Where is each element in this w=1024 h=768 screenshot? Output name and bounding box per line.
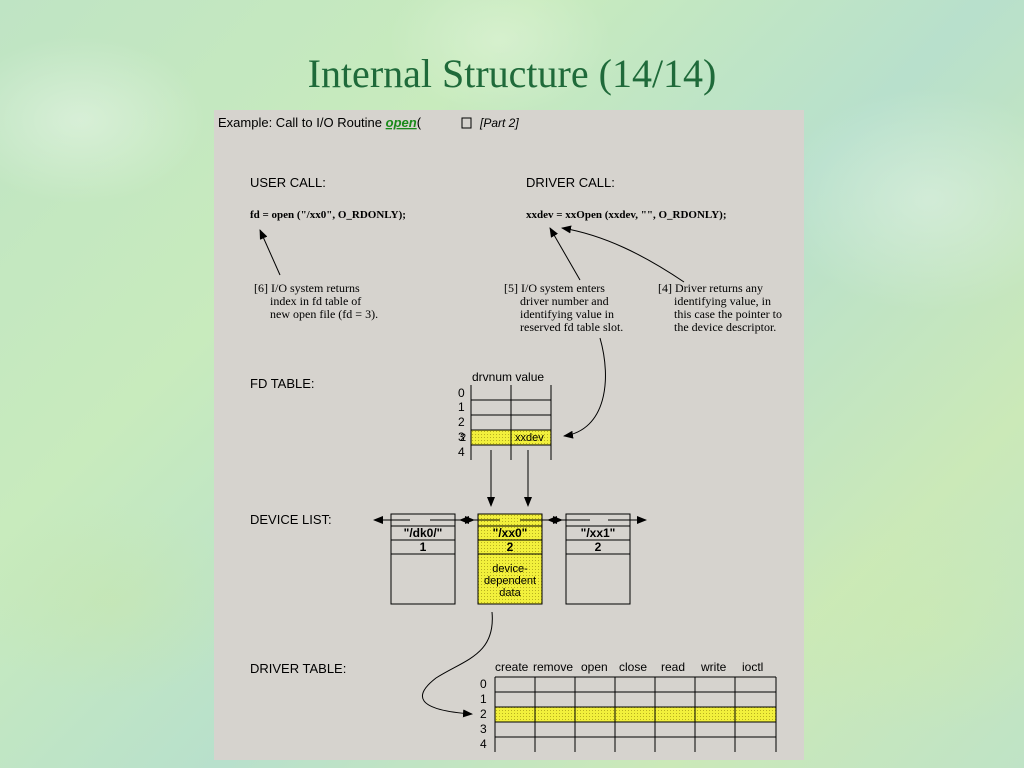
user-call-code: fd = open ("/xx0", O_RDONLY);	[250, 209, 406, 221]
driver-call-heading: DRIVER CALL:	[526, 175, 615, 190]
arrow-device-to-driver-table	[421, 611, 493, 718]
io-structure-diagram: Example: Call to I/O Routine open( [Part…	[218, 115, 782, 752]
driver-table-grid	[494, 676, 777, 752]
device-data-line: data	[499, 587, 521, 599]
note-4-line: [4] Driver returns any	[658, 281, 763, 295]
driver-row-label: 0	[480, 677, 487, 691]
note-5-line: driver number and	[520, 294, 609, 308]
driver-row-label: 3	[480, 722, 487, 736]
fd-table-column-header: drvnum value	[472, 370, 544, 384]
note-6-line: index in fd table of	[270, 294, 361, 308]
device-number: 2	[507, 540, 514, 554]
fd-row-label: 1	[458, 400, 465, 414]
arrow-note5-to-fd-slot	[563, 337, 606, 439]
driver-row-label: 2	[480, 707, 487, 721]
device-number: 2	[595, 540, 602, 554]
driver-row-label: 4	[480, 737, 487, 751]
device-number: 1	[420, 540, 427, 554]
driver-column-header: close	[619, 660, 647, 674]
example-header: Example: Call to I/O Routine open(	[218, 115, 422, 130]
example-header-text: Example: Call to I/O Routine	[218, 115, 386, 130]
driver-table-headers: create remove open close read write ioct…	[495, 660, 763, 674]
routine-name-link: open	[386, 115, 417, 130]
driver-column-header: create	[495, 660, 529, 674]
arrow-note6-to-fd	[259, 229, 281, 276]
driver-column-header: write	[700, 660, 727, 674]
note-4-line: the device descriptor.	[674, 320, 776, 334]
device-xx0: "/xx0" 2 device- dependent data	[477, 513, 543, 605]
device-name: "/xx1"	[581, 526, 616, 540]
note-5: [5] I/O system enters driver number and …	[504, 281, 623, 334]
fd-row-label: 4	[458, 445, 465, 459]
driver-table-row-labels: 0 1 2 3 4	[480, 677, 487, 751]
example-header-paren: (	[417, 115, 422, 130]
fd-table-label: FD TABLE:	[250, 376, 315, 391]
example-part-label: [Part 2]	[479, 116, 519, 130]
fd-drvnum-cell: 2	[460, 432, 466, 444]
driver-column-header: open	[581, 660, 608, 674]
note-5-line: [5] I/O system enters	[504, 281, 605, 295]
note-6-line: new open file (fd = 3).	[270, 307, 378, 321]
user-call-heading: USER CALL:	[250, 175, 326, 190]
note-6-line: [6] I/O system returns	[254, 281, 360, 295]
device-data-line: dependent	[484, 575, 536, 587]
driver-row-label: 1	[480, 692, 487, 706]
driver-column-header: read	[661, 660, 685, 674]
slide-title: Internal Structure (14/14)	[307, 51, 717, 96]
fd-row-label: 0	[458, 386, 465, 400]
note-5-line: identifying value in	[520, 307, 614, 321]
placeholder-box-icon	[461, 117, 472, 129]
note-5-line: reserved fd table slot.	[520, 320, 623, 334]
note-4: [4] Driver returns any identifying value…	[658, 281, 782, 334]
note-4-line: this case the pointer to	[674, 307, 782, 321]
device-xx1: "/xx1" 2	[565, 513, 631, 605]
device-name: "/dk0/"	[404, 526, 443, 540]
driver-call-code: xxdev = xxOpen (xxdev, "", O_RDONLY);	[526, 209, 727, 221]
driver-column-header: remove	[533, 660, 573, 674]
device-list-label: DEVICE LIST:	[250, 512, 332, 527]
fd-row-label: 3	[458, 430, 465, 444]
diagram-panel: Example: Call to I/O Routine open( [Part…	[214, 110, 804, 760]
arrow-note4-to-xxdev	[561, 225, 685, 283]
note-6: [6] I/O system returns index in fd table…	[254, 281, 378, 321]
note-4-line: identifying value, in	[674, 294, 771, 308]
device-dk0: "/dk0/" 1	[390, 513, 456, 605]
fd-value-cell: xxdev	[515, 432, 544, 444]
device-data-line: device-	[492, 563, 528, 575]
arrow-note5-from-driver	[549, 227, 581, 281]
device-name: "/xx0"	[493, 526, 528, 540]
fd-row-label: 2	[458, 415, 465, 429]
driver-table-highlight-row	[495, 707, 776, 722]
driver-table-label: DRIVER TABLE:	[250, 661, 346, 676]
fd-table-grid: 2 xxdev	[460, 385, 552, 460]
fd-table-row-labels: 0 1 2 3 4	[458, 386, 465, 459]
driver-column-header: ioctl	[742, 660, 763, 674]
